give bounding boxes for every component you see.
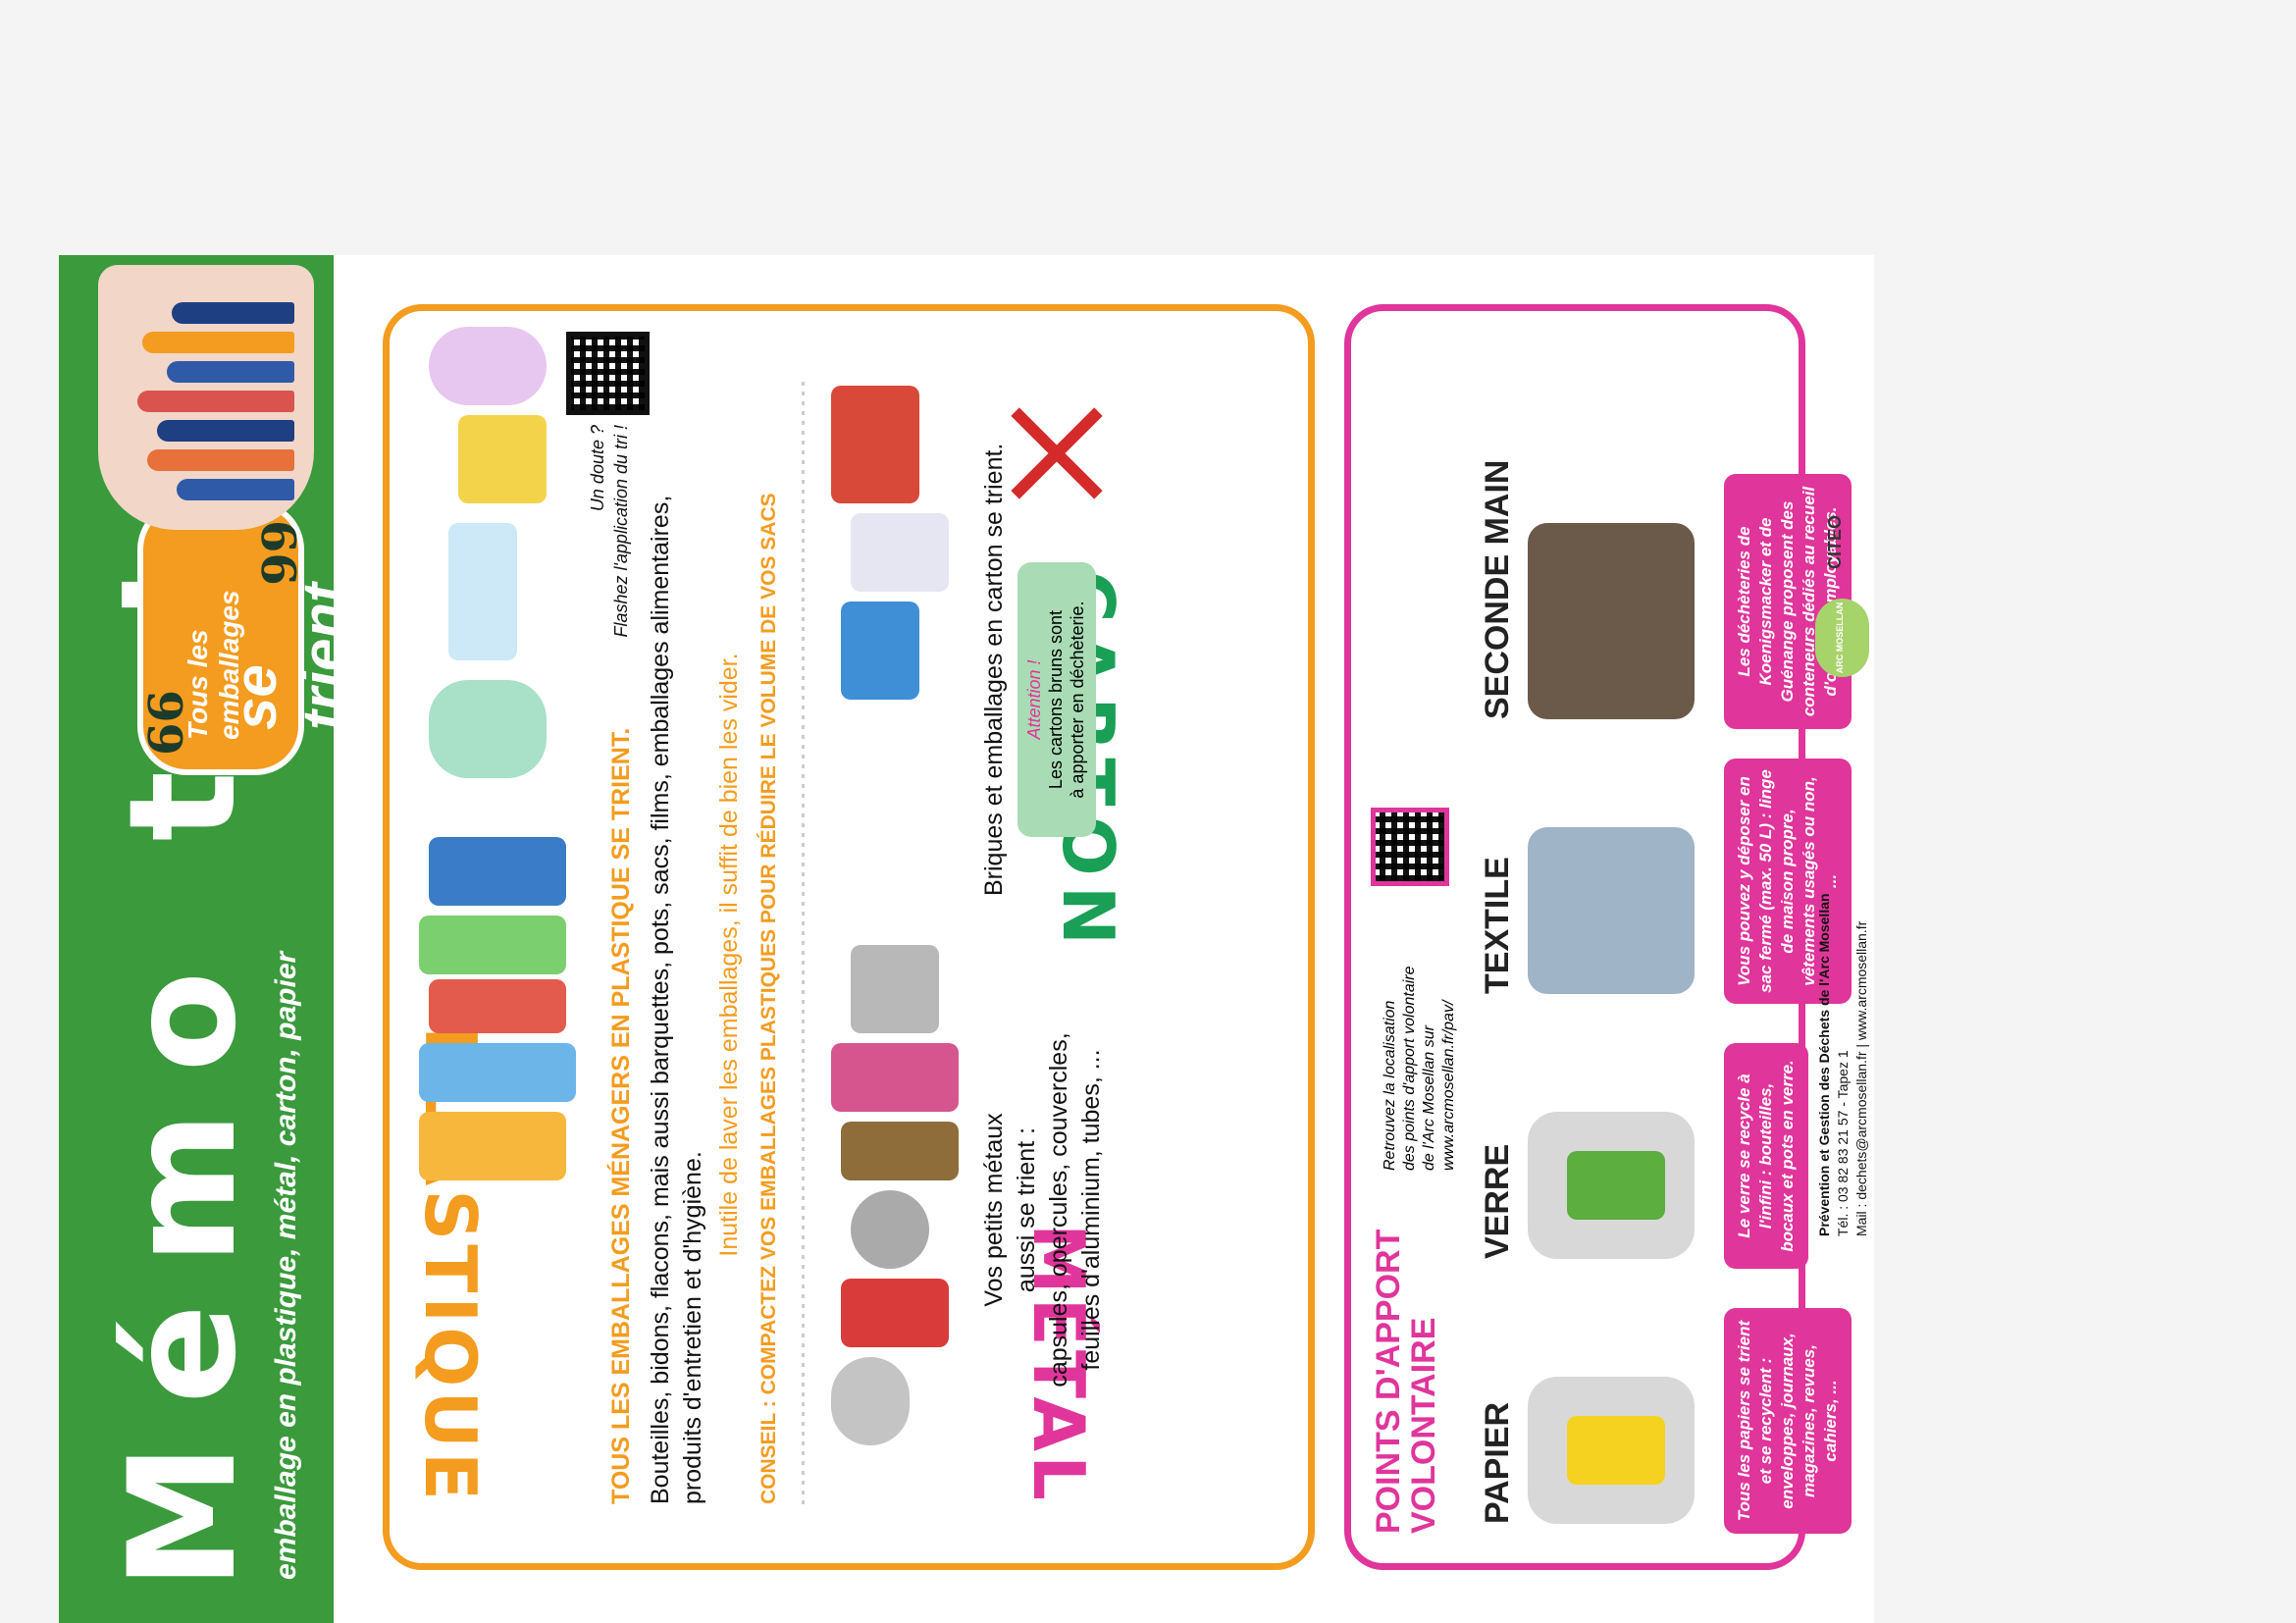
footer-line-2: Tél. : 03 82 83 21 57 - Tapez 1 [1835, 1050, 1851, 1236]
brick-shape [851, 513, 949, 592]
tray-shape [851, 945, 939, 1033]
locate-line-1: Retrouvez la localisation [1382, 1000, 1398, 1171]
metal-line-1: Vos petits métaux [980, 1113, 1008, 1307]
bottle-shape [429, 837, 566, 906]
arc-mosellan-logo: ARC MOSELLAN [1815, 599, 1869, 677]
verre-container-image [1528, 1112, 1695, 1259]
bag-shape [429, 680, 547, 778]
verre-label: VERRE [1479, 1143, 1516, 1259]
metal-line-2: aussi se trient : [1013, 1126, 1040, 1293]
textile-label: TEXTILE [1479, 857, 1516, 994]
person-figure [167, 361, 294, 383]
verre-container-green [1567, 1151, 1665, 1220]
slogan-bubble: 66 Tous les emballages se trient 99 [137, 500, 356, 775]
bottle-shape [429, 979, 566, 1033]
can-shape [831, 1357, 910, 1445]
footer-contact: Prévention et Gestion des Déchets de l'A… [1815, 746, 1871, 1236]
seconde-main-image [1528, 523, 1695, 719]
tube-shape [841, 1122, 959, 1180]
locate-line-4[interactable]: www.arcmosellan.fr/pav/ [1440, 1000, 1457, 1171]
person-figure [157, 420, 294, 442]
quote-close: 99 [253, 520, 308, 586]
warning-line-2: à apporter en déchèterie. [1068, 601, 1087, 799]
papier-container-image [1528, 1377, 1695, 1524]
people-illustration [98, 265, 314, 530]
flyer-page: Mémo tri emballage en plastique, métal, … [59, 255, 1874, 1623]
footer-line-3[interactable]: Mail : dechets@arcmosellan.fr | www.arcm… [1853, 920, 1869, 1236]
sorting-card: PLASTIQUE Un doute ? Flashez l'applicati… [383, 304, 1315, 1570]
person-figure [137, 391, 294, 412]
locate-line-2: des points d'apport volontaire [1401, 966, 1418, 1171]
person-figure [142, 332, 294, 353]
citeo-logo: CITEO [1825, 514, 1845, 569]
header-band: Mémo tri emballage en plastique, métal, … [59, 255, 356, 1623]
footer-line-1: Prévention et Gestion des Déchets de l'A… [1816, 893, 1832, 1236]
bottle-shape [419, 1043, 576, 1102]
can-shape [841, 1279, 949, 1347]
box-shape [831, 386, 919, 503]
qr-code-tri[interactable] [566, 332, 650, 415]
page-subtitle: emballage en plastique, métal, carton, p… [270, 951, 302, 1580]
metal-line-4: feuilles d'aluminium, tubes, ... [1077, 1049, 1105, 1371]
plastique-headline: TOUS LES EMBALLAGES MÉNAGERS EN PLASTIQU… [607, 727, 635, 1504]
person-figure [147, 449, 294, 471]
lid-shape [851, 1190, 929, 1269]
papier-info: Tous les papiers se trient et se recycle… [1724, 1308, 1852, 1534]
section-divider [802, 376, 805, 1504]
plastique-advice: CONSEIL : COMPACTEZ VOS EMBALLAGES PLAST… [757, 493, 780, 1504]
papier-label: PAPIER [1479, 1401, 1516, 1524]
person-figure [177, 479, 294, 500]
forbidden-cross-icon [1008, 405, 1106, 503]
warning-line-1: Les cartons bruns sont [1046, 609, 1066, 790]
locate-line-3: de l'Arc Mosellan sur [1421, 1025, 1437, 1171]
tray-shape [448, 523, 517, 660]
plastique-tip: Inutile de laver les emballages, il suff… [715, 653, 743, 1257]
pav-title-line-1: POINTS D'APPORT [1370, 1229, 1407, 1534]
pav-locate-text: Retrouvez la localisation des points d'a… [1381, 896, 1459, 1171]
plastique-body: Bouteilles, bidons, flacons, mais aussi … [647, 495, 706, 1504]
pav-title-line-2: VOLONTAIRE [1405, 1317, 1442, 1534]
pav-card: POINTS D'APPORT VOLONTAIRE Retrouvez la … [1344, 304, 1852, 1570]
papier-container-yellow [1567, 1416, 1665, 1485]
bottle-shape [419, 1112, 566, 1180]
can-shape [831, 1043, 959, 1112]
pav-title: POINTS D'APPORT VOLONTAIRE [1370, 1229, 1442, 1534]
seconde-main-label: SECONDE MAIN [1479, 459, 1516, 719]
textile-container-image [1528, 827, 1695, 994]
memo-tri-flyer: Mémo tri emballage en plastique, métal, … [59, 147, 2198, 1623]
pot-shape [458, 415, 547, 503]
metal-text: Vos petits métaux aussi se trient : caps… [978, 965, 1108, 1455]
verre-info: Le verre se recycle à l'infini : bouteil… [1724, 1043, 1808, 1269]
metal-line-3: capsules, opercules, couvercles, [1045, 1032, 1072, 1387]
carton-warning: Attention ! Les cartons bruns sont à app… [1018, 562, 1096, 837]
qr-code-pav[interactable] [1371, 808, 1449, 886]
person-figure [172, 302, 294, 324]
warning-title: Attention ! [1024, 659, 1044, 740]
bag-shape [429, 327, 547, 405]
carton-text: Briques et emballages en carton se trien… [980, 443, 1008, 896]
brick-shape [841, 602, 919, 700]
bottle-shape [419, 916, 566, 974]
